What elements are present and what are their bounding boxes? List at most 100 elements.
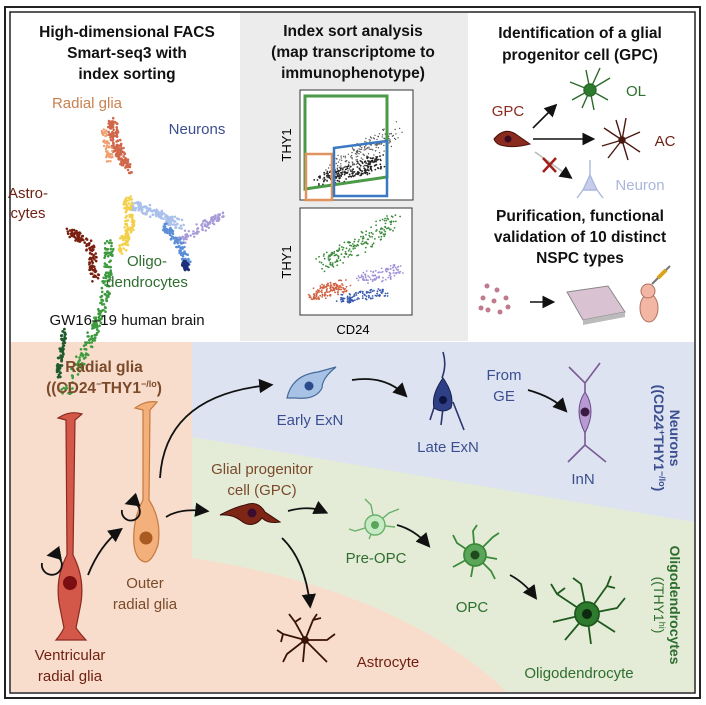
well-plate-icon <box>566 285 626 325</box>
point <box>369 157 372 160</box>
point <box>344 288 347 290</box>
point <box>68 382 71 385</box>
point <box>84 352 88 355</box>
arrow <box>159 378 274 479</box>
point <box>112 142 115 145</box>
point <box>335 171 338 174</box>
point <box>378 289 381 292</box>
point <box>321 293 324 296</box>
point <box>398 127 401 130</box>
point <box>379 228 382 231</box>
point <box>104 310 107 314</box>
point <box>61 355 64 359</box>
point <box>308 294 311 297</box>
point <box>177 236 180 240</box>
point <box>216 219 219 222</box>
point <box>368 276 371 278</box>
point <box>193 235 196 238</box>
point <box>93 270 96 273</box>
point <box>321 296 323 298</box>
point <box>365 270 368 272</box>
point <box>185 238 188 241</box>
cluster-label-oligodendrocytes: Oligo- <box>127 253 167 270</box>
point <box>61 330 65 333</box>
point <box>321 289 323 292</box>
panel-title-line: Identification of a glial <box>498 25 662 42</box>
point <box>87 242 91 245</box>
gpc-label: cell (GPC) <box>227 482 296 499</box>
point <box>130 203 134 206</box>
point <box>89 248 93 252</box>
point <box>360 235 362 238</box>
point <box>68 392 72 396</box>
point <box>99 318 102 321</box>
point <box>325 251 328 254</box>
point <box>350 156 352 158</box>
point <box>101 314 104 318</box>
point <box>117 153 120 157</box>
point <box>109 239 112 242</box>
point <box>129 171 132 175</box>
point <box>356 172 359 175</box>
point <box>375 150 377 152</box>
point <box>335 177 338 179</box>
point <box>342 246 345 249</box>
point <box>101 280 104 283</box>
point <box>65 227 69 231</box>
point <box>95 331 99 335</box>
point <box>76 367 79 371</box>
point <box>359 150 361 153</box>
point <box>345 252 348 255</box>
point <box>314 296 317 299</box>
ventricular-rg-label: Ventricular <box>35 647 106 664</box>
point <box>343 256 346 258</box>
panel-title-line: Smart-seq3 with <box>67 45 187 62</box>
point <box>100 294 104 298</box>
point <box>130 198 133 201</box>
point <box>368 234 371 237</box>
point <box>343 241 346 244</box>
point <box>369 148 371 151</box>
point <box>120 153 123 156</box>
point <box>57 373 61 377</box>
point <box>341 173 343 176</box>
point <box>60 388 63 391</box>
point <box>331 251 334 254</box>
point <box>337 175 339 177</box>
point <box>163 225 167 228</box>
point <box>324 297 327 300</box>
point <box>112 144 115 147</box>
x-axis-label: CD24 <box>336 322 369 337</box>
point <box>359 145 361 148</box>
point <box>329 258 331 260</box>
point <box>367 294 370 297</box>
point <box>118 237 122 240</box>
point <box>97 308 100 311</box>
point <box>363 149 365 151</box>
early-exn-label: Early ExN <box>277 412 344 429</box>
point <box>205 225 209 228</box>
point <box>341 248 344 251</box>
point <box>197 230 200 233</box>
point <box>320 261 323 264</box>
point <box>119 142 123 146</box>
point <box>359 169 362 172</box>
point <box>401 131 403 133</box>
point <box>204 229 207 232</box>
point <box>106 150 109 153</box>
point <box>380 291 382 293</box>
opc-cell <box>452 524 500 580</box>
point <box>357 297 359 299</box>
point <box>129 195 132 198</box>
point <box>184 241 187 244</box>
point <box>381 288 384 291</box>
point <box>89 239 93 242</box>
point <box>111 250 114 253</box>
point <box>328 176 331 179</box>
neuron-icon <box>576 160 604 199</box>
point <box>353 174 356 177</box>
oligodendrocyte-label: Oligodendrocyte <box>524 665 633 682</box>
point <box>109 247 113 251</box>
astrocyte-cell <box>276 613 336 663</box>
point <box>365 298 368 301</box>
